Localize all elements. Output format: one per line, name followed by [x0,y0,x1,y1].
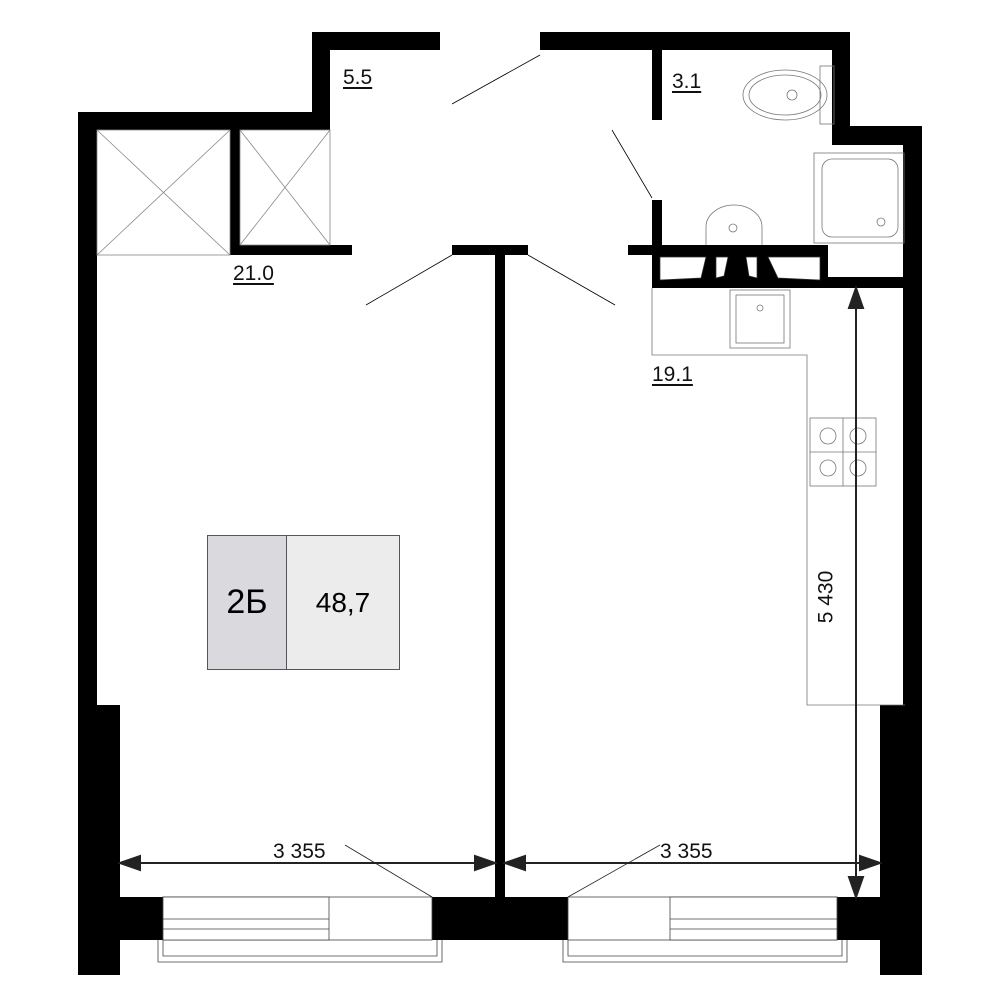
dimension-depth: 5 430 [814,570,838,624]
room-area-corridor: 5.5 [343,66,373,89]
apartment-type: 2Б [208,536,287,669]
walls [78,32,922,975]
apartment-badge: 2Б 48,7 [207,535,400,670]
dimension-lines [116,284,884,901]
storage-cabinets [96,129,331,256]
dimension-right-width: 3 355 [660,840,713,863]
room-area-kitchen: 19.1 [652,363,693,386]
stove-icon [809,417,877,487]
washbasin-icon [705,204,763,245]
room-area-bathroom: 3.1 [672,70,702,93]
kitchen-sink-icon [729,289,791,349]
apartment-total-area: 48,7 [287,536,399,669]
room-area-living-room: 21.0 [233,262,274,285]
shower-icon [813,152,905,244]
toilet-icon [742,69,828,121]
fixtures [651,65,905,706]
vent-shafts [659,256,821,281]
dimension-left-width: 3 355 [273,840,326,863]
door-swings [365,54,653,306]
windows [157,896,848,963]
kitchen-counter [651,288,905,706]
